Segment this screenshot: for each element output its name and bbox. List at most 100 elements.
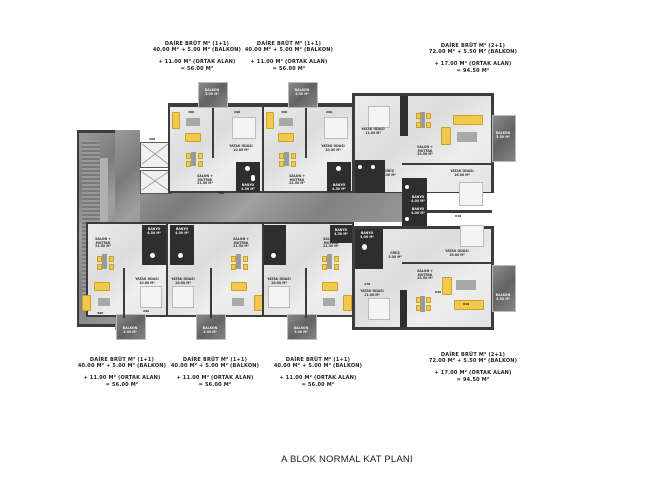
dim: 300: [281, 110, 288, 114]
chair: [426, 297, 431, 303]
unit-summary-bottom-3: DAİRE BRÜT M² (1+1) 40.00 M² + 5.00 M² (…: [243, 357, 393, 388]
chair: [291, 161, 296, 167]
chair: [416, 305, 421, 311]
unit-summary-bottom-2: DAİRE BRÜT M² (1+1) 40.00 M² + 5.00 M² (…: [140, 357, 290, 388]
bedroom-label: YATAK ODASI 16.00 M²: [445, 249, 469, 257]
chair: [322, 264, 327, 270]
tv-unit: [279, 118, 293, 126]
common-area: + 11.00 M² (ORTAK ALAN): [176, 375, 254, 382]
balcony-label: BALKON 5.50 M²: [495, 293, 511, 301]
unit-bottom-3-balcony: [287, 314, 317, 340]
bed: [368, 298, 390, 320]
unit-summary-bottom-4: DAİRE BRÜT M² (2+1) 72.00 M² + 5.50 M² (…: [398, 352, 548, 383]
unit-area: 40.00 M² + 5.00 M² (BALKON): [77, 363, 167, 370]
chair: [97, 256, 102, 262]
bathroom-label: BANYO 4.50 M²: [175, 227, 189, 235]
unit-type: DAİRE BRÜT M² (2+1): [440, 43, 506, 49]
balcony-label: BALKON 5.00 M²: [294, 88, 310, 96]
dim: 290: [326, 110, 333, 114]
tv-unit: [232, 298, 244, 306]
unit-top-1-balcony: [198, 82, 228, 108]
chair: [97, 264, 102, 270]
living-kitchen-label: SALON + MUTFAK 23.50 M²: [417, 269, 433, 281]
chair: [198, 161, 203, 167]
bedroom-label: YATAK ODASI 10.00 M²: [171, 277, 195, 285]
sofa-side: [441, 127, 451, 145]
bed: [368, 106, 390, 128]
sofa: [231, 282, 247, 291]
bathroom-label: BANYO 4.50 M²: [147, 227, 161, 235]
balcony-label: BALKON 5.00 M²: [122, 326, 138, 334]
chair: [426, 113, 431, 119]
bedroom-label: YATAK ODASI 16.00 M²: [450, 169, 474, 177]
bathroom-label: BANYO 4.50 M²: [332, 183, 346, 191]
sofa-1: [172, 112, 180, 129]
interior-wall: [402, 163, 494, 165]
elevator-cross-icon: [141, 143, 169, 191]
chair: [186, 153, 191, 159]
bathroom: [264, 225, 286, 265]
chair: [291, 153, 296, 159]
unit-type: DAİRE BRÜT M² (1+1): [89, 357, 155, 363]
dim: 300: [188, 110, 195, 114]
kitchen-counter: [400, 290, 407, 327]
sofa-2: [185, 133, 201, 142]
dining-table: [284, 152, 289, 166]
partition: [210, 268, 212, 318]
toilet-icon: [251, 175, 255, 181]
unit-type: DAİRE BRÜT M² (1+1): [256, 41, 322, 47]
plan-title-text: A BLOK NORMAL KAT PLANI: [281, 454, 413, 465]
dim: 640: [455, 214, 462, 218]
chair: [198, 153, 203, 159]
bed: [140, 286, 162, 308]
chair: [231, 264, 236, 270]
unit-right-top-balcony: [492, 115, 516, 162]
bathroom-label: BANYO 4.50 M²: [334, 228, 348, 236]
dim-elevator: 200: [149, 137, 156, 141]
bathroom: [330, 225, 352, 243]
dim: 300: [97, 311, 104, 315]
dining-table: [102, 254, 107, 269]
dim: 640: [463, 302, 470, 306]
total-area: = 94.50 M²: [456, 376, 490, 383]
sofa-1: [266, 112, 274, 129]
living-kitchen-label: SALON + MUTFAK 23.50 M²: [417, 145, 433, 157]
sofa: [94, 282, 110, 291]
unit-area: 72.00 M² + 5.50 M² (BALKON): [428, 358, 518, 365]
unit-top-2-partition: [305, 108, 307, 158]
bedroom-label: YATAK ODASI 10.00 M²: [229, 144, 253, 152]
dim: 170: [364, 282, 371, 286]
bathroom-label: BANYO 4.50 M²: [241, 183, 255, 191]
unit-bottom-2-balcony: [196, 314, 226, 340]
living-kitchen-label: SALON + MUTFAK 21.50 M²: [95, 237, 111, 249]
bed: [460, 225, 484, 247]
interior-wall: [402, 262, 492, 264]
common-area: + 11.00 M² (ORTAK ALAN): [279, 375, 357, 382]
unit-bottom-1-balcony: [116, 314, 146, 340]
dim: 620: [435, 290, 442, 294]
partition: [123, 268, 125, 318]
chair: [279, 153, 284, 159]
sofa-2: [278, 133, 294, 142]
dim: 290: [143, 309, 150, 313]
bed: [172, 286, 194, 308]
chair: [243, 264, 248, 270]
bed: [268, 286, 290, 308]
sink-icon: [371, 165, 375, 169]
bedroom-label: YATAK ODASI 10.00 M²: [135, 277, 159, 285]
chair: [426, 122, 431, 128]
total-area: = 56.00 M²: [272, 65, 306, 72]
unit-summary-top-3: DAİRE BRÜT M² (2+1) 72.00 M² + 5.50 M² (…: [398, 43, 548, 74]
dining-table: [420, 296, 425, 312]
unit-type: DAİRE BRÜT M² (1+1): [285, 357, 351, 363]
unit-top-2-balcony: [288, 82, 318, 108]
sofa-side: [343, 295, 352, 311]
total-area: = 56.00 M²: [301, 381, 335, 388]
total-area: = 56.00 M²: [180, 65, 214, 72]
common-area: + 11.00 M² (ORTAK ALAN): [83, 375, 161, 382]
bathroom: [170, 225, 194, 265]
bed: [232, 117, 256, 139]
balcony-label: BALKON 5.00 M²: [204, 88, 220, 96]
unit-right-bottom-balcony: [492, 265, 516, 312]
chair: [109, 264, 114, 270]
